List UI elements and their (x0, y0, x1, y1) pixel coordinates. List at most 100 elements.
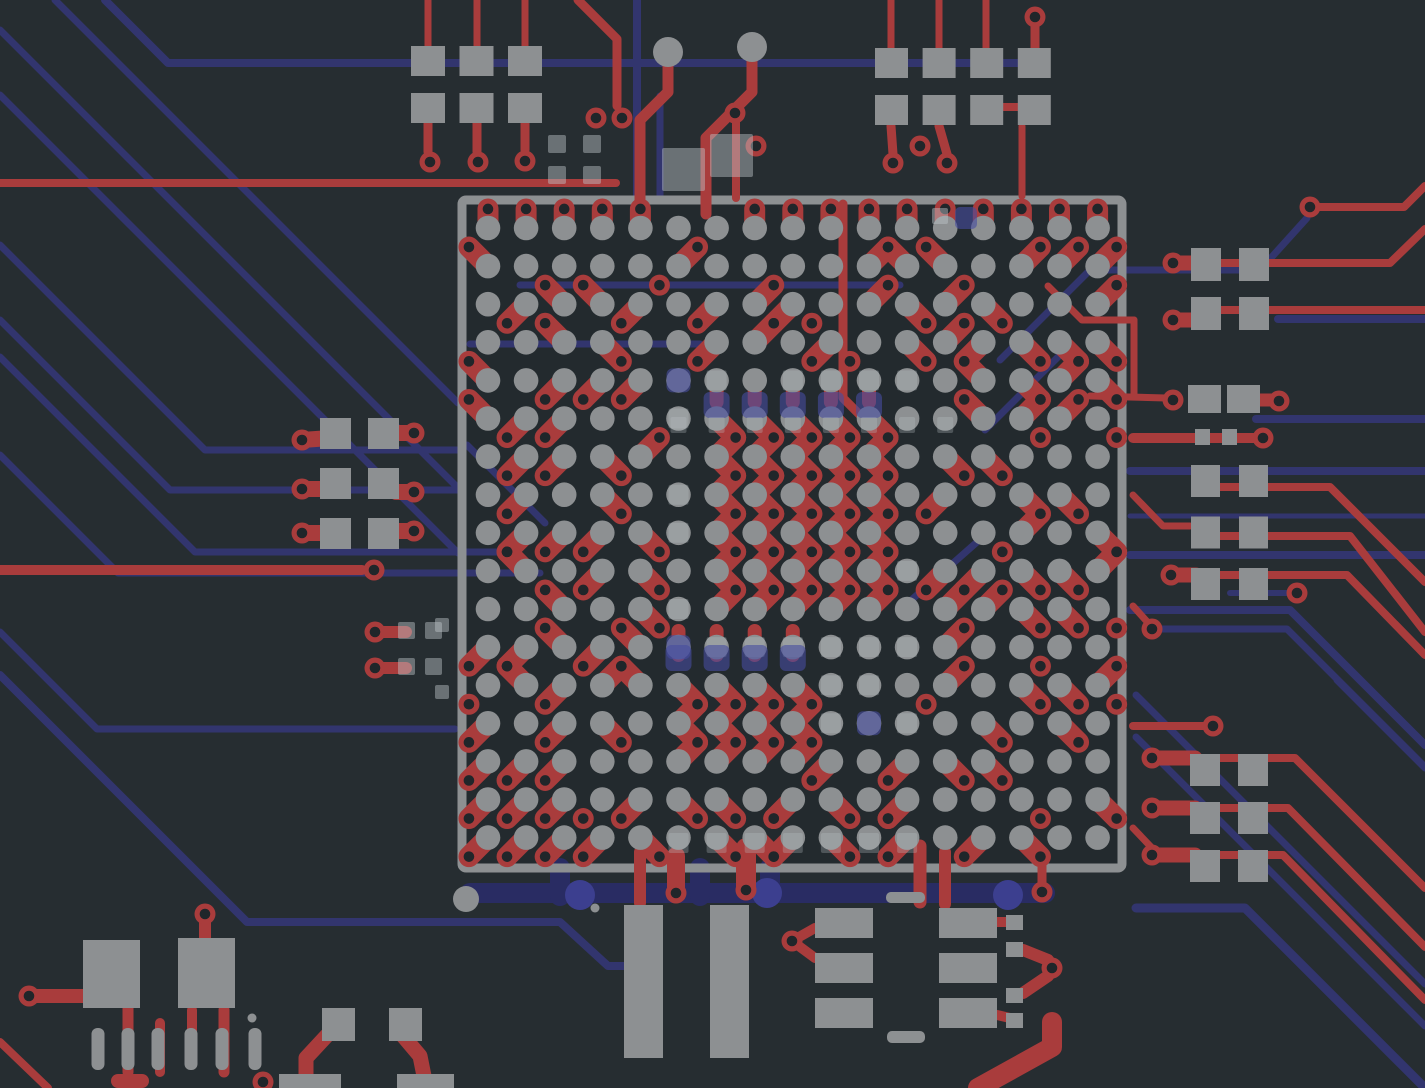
bga-pad[interactable] (1009, 787, 1034, 812)
copper-trace-top[interactable] (634, 58, 674, 220)
bga-pad[interactable] (894, 291, 920, 317)
bga-pad[interactable] (704, 215, 729, 241)
bga-pad[interactable] (971, 634, 996, 660)
bga-pad[interactable] (704, 711, 729, 736)
bga-pad[interactable] (1009, 711, 1034, 736)
smd-pad[interactable] (389, 1008, 422, 1041)
bga-pad[interactable] (1009, 634, 1034, 660)
bga-pad[interactable] (1085, 330, 1110, 355)
bga-pad[interactable] (932, 749, 958, 774)
bga-pad[interactable] (971, 558, 996, 584)
bga-pad[interactable] (551, 215, 577, 241)
bga-pad[interactable] (1047, 825, 1072, 850)
smd-pad[interactable] (1006, 915, 1023, 930)
bga-pad[interactable] (894, 444, 920, 469)
bga-pad[interactable] (894, 787, 920, 812)
through-hole-pin[interactable] (184, 1028, 198, 1070)
bga-pad[interactable] (513, 444, 539, 469)
bga-pad[interactable] (628, 482, 653, 508)
copper-trace-bottom[interactable] (0, 241, 462, 454)
bga-pad[interactable] (742, 253, 767, 279)
bga-pad[interactable] (551, 787, 577, 812)
bga-pad[interactable] (513, 749, 539, 774)
bga-pad[interactable] (475, 596, 501, 622)
bga-pad[interactable] (551, 291, 577, 317)
bga-pad[interactable] (551, 330, 577, 355)
copper-trace-bottom[interactable] (1333, 676, 1425, 772)
bga-pad[interactable] (704, 749, 729, 774)
bga-pad[interactable] (1085, 749, 1110, 774)
bga-pad[interactable] (1047, 444, 1072, 469)
smd-pad[interactable] (710, 905, 749, 1058)
bga-pad[interactable] (513, 482, 539, 508)
bga-pad[interactable] (628, 330, 653, 355)
bga-pad[interactable] (1047, 787, 1072, 812)
bga-pad[interactable] (475, 520, 501, 546)
bga-pad[interactable] (1085, 825, 1110, 850)
smd-pad[interactable] (1191, 297, 1221, 330)
bga-pad[interactable] (1047, 634, 1072, 660)
through-hole-pin[interactable] (121, 1028, 135, 1070)
smd-pad[interactable] (1238, 802, 1268, 834)
bga-pad[interactable] (971, 482, 996, 508)
bga-pad[interactable] (932, 482, 958, 508)
bga-pad[interactable] (1047, 596, 1072, 622)
bga-pad[interactable] (513, 330, 539, 355)
bga-pad[interactable] (475, 672, 501, 698)
bga-pad[interactable] (932, 596, 958, 622)
bga-pad[interactable] (628, 253, 653, 279)
bga-pad[interactable] (1009, 672, 1034, 698)
bga-pad[interactable] (1047, 482, 1072, 508)
bga-pad[interactable] (856, 558, 882, 584)
bga-pad[interactable] (1047, 291, 1072, 317)
bga-pad[interactable] (894, 406, 920, 431)
copper-trace-top[interactable] (934, 121, 952, 159)
bga-pad[interactable] (590, 253, 615, 279)
bga-pad[interactable] (742, 520, 767, 546)
bga-pad[interactable] (780, 215, 806, 241)
bga-pad[interactable] (742, 215, 767, 241)
bga-pad[interactable] (1009, 825, 1034, 850)
bga-pad[interactable] (551, 825, 577, 850)
bga-pad[interactable] (818, 215, 844, 241)
smd-pad[interactable] (1191, 568, 1220, 600)
bga-pad[interactable] (1085, 482, 1110, 508)
bga-pad[interactable] (1047, 215, 1072, 241)
bga-pad[interactable] (475, 215, 501, 241)
bga-pad[interactable] (1085, 558, 1110, 584)
bga-pad[interactable] (551, 672, 577, 698)
copper-trace-top[interactable] (1192, 804, 1425, 951)
smd-pad[interactable] (970, 95, 1004, 125)
bga-pad[interactable] (894, 482, 920, 508)
bga-pad[interactable] (742, 558, 767, 584)
bga-pad[interactable] (1085, 596, 1110, 622)
bga-pad[interactable] (1047, 711, 1072, 736)
bga-pad[interactable] (475, 368, 501, 393)
bga-pad[interactable] (590, 711, 615, 736)
bga-pad[interactable] (628, 558, 653, 584)
bga-pad[interactable] (856, 215, 882, 241)
bga-pad[interactable] (513, 406, 539, 431)
bga-pad[interactable] (742, 787, 767, 812)
bga-pad[interactable] (742, 672, 767, 698)
bga-pad[interactable] (1009, 291, 1034, 317)
bga-pad[interactable] (666, 749, 691, 774)
bga-pad[interactable] (475, 444, 501, 469)
bga-pad[interactable] (1047, 558, 1072, 584)
bga-pad[interactable] (932, 368, 958, 393)
bga-pad[interactable] (856, 482, 882, 508)
bga-pad[interactable] (856, 330, 882, 355)
copper-trace-top[interactable] (573, 0, 622, 111)
bga-pad[interactable] (818, 444, 844, 469)
bga-pad[interactable] (780, 291, 806, 317)
bga-pad[interactable] (1047, 330, 1072, 355)
bga-pad[interactable] (475, 749, 501, 774)
bga-pad[interactable] (666, 330, 691, 355)
bga-pad[interactable] (818, 749, 844, 774)
smd-pad[interactable] (459, 46, 494, 76)
bga-pad[interactable] (932, 825, 958, 850)
smd-pad[interactable] (320, 418, 351, 449)
bga-pad[interactable] (780, 672, 806, 698)
test-point[interactable] (453, 886, 479, 912)
